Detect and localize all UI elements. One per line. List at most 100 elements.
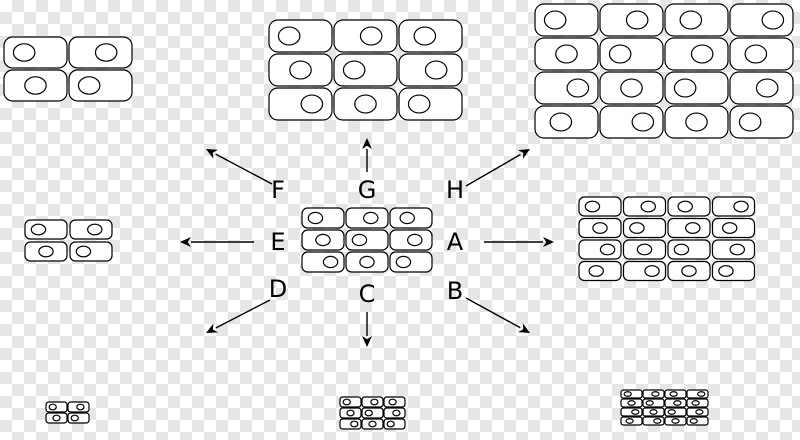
cell-nucleus: [667, 409, 676, 415]
cell-nucleus: [407, 233, 423, 247]
cell-nucleus: [631, 409, 640, 415]
cell-nucleus: [12, 43, 36, 62]
arrow-head: [517, 323, 530, 333]
cell: [67, 401, 90, 413]
cell: [345, 207, 389, 229]
cell-membrane: [389, 229, 433, 251]
cell-nucleus: [673, 78, 697, 98]
cell: [642, 398, 665, 408]
cell-nucleus: [87, 223, 103, 236]
cell-nucleus: [24, 76, 47, 95]
cell-nucleus: [588, 265, 604, 277]
cell: [69, 219, 113, 240]
arrow-a: [484, 237, 554, 247]
cell-nucleus: [644, 265, 660, 277]
cell-membrane: [69, 219, 113, 240]
cell-membrane: [578, 260, 622, 282]
cell: [622, 217, 667, 239]
label-h: H: [445, 176, 465, 204]
cell-membrane: [345, 251, 389, 273]
arrow-e: [180, 237, 254, 247]
cell-nucleus: [651, 391, 660, 397]
cell-nucleus: [685, 112, 708, 132]
cell-membrane: [333, 19, 398, 53]
arrow-shaft: [215, 299, 271, 329]
cell-nucleus: [755, 78, 779, 98]
cell: [534, 3, 599, 37]
cell: [361, 407, 384, 419]
cell: [383, 418, 406, 430]
cell: [599, 71, 664, 105]
cell-membrane: [667, 217, 711, 239]
cell: [339, 396, 362, 408]
cell-nucleus: [566, 78, 590, 98]
tissue-h: [534, 3, 794, 139]
cell-membrane: [398, 19, 463, 53]
cell: [389, 251, 433, 273]
cell: [667, 260, 711, 282]
arrow-g: [362, 138, 372, 172]
cell-membrane: [361, 396, 384, 408]
arrow-head: [206, 149, 219, 159]
cell: [383, 396, 406, 408]
cell: [333, 19, 398, 53]
cell-nucleus: [695, 409, 704, 415]
cell-membrane: [664, 416, 687, 426]
cell: [268, 53, 333, 87]
cell-membrane: [664, 37, 729, 71]
arrow-shaft: [465, 153, 521, 187]
cell: [3, 36, 68, 69]
cell-membrane: [667, 260, 711, 282]
cell-nucleus: [599, 243, 616, 256]
tissue-b: [620, 389, 709, 426]
label-c: C: [358, 280, 376, 308]
cell-nucleus: [52, 414, 61, 422]
arrow-h: [465, 149, 530, 187]
cell-nucleus: [738, 112, 762, 132]
cell-nucleus: [636, 243, 653, 256]
cell: [339, 418, 362, 430]
cell: [711, 260, 756, 282]
arrow-head: [180, 237, 191, 247]
cell-membrane: [664, 105, 729, 139]
cell-membrane: [333, 87, 398, 121]
label-e: E: [270, 228, 286, 256]
cell-nucleus: [413, 26, 437, 46]
cell: [398, 19, 463, 53]
cell-nucleus: [623, 391, 632, 397]
arrow-d: [206, 299, 271, 333]
cell: [622, 260, 667, 282]
cell-nucleus: [627, 400, 636, 406]
label-g: G: [357, 176, 377, 204]
cell: [345, 229, 389, 251]
cell: [667, 239, 711, 260]
cell-membrane: [686, 407, 709, 417]
cell: [389, 207, 433, 229]
cell: [339, 407, 362, 419]
cell-nucleus: [681, 265, 697, 277]
cell: [620, 416, 643, 426]
cell-nucleus: [30, 223, 47, 236]
cell: [301, 251, 345, 273]
arrow-shaft: [465, 297, 521, 329]
cell-membrane: [729, 71, 794, 105]
cell: [664, 3, 729, 37]
cell-nucleus: [733, 200, 749, 213]
cell: [664, 416, 687, 426]
cell-membrane: [398, 53, 463, 87]
cell: [361, 418, 384, 430]
cell-membrane: [664, 3, 729, 37]
cell-membrane: [620, 398, 643, 408]
cell: [729, 3, 794, 37]
cell: [667, 217, 711, 239]
cell-membrane: [686, 398, 709, 408]
cell: [333, 87, 398, 121]
cell: [622, 196, 667, 217]
cell-membrane: [345, 207, 389, 229]
cell: [620, 389, 643, 399]
arrow-shaft: [215, 153, 273, 185]
cell-nucleus: [685, 222, 701, 234]
cell-nucleus: [669, 391, 678, 397]
arrow-head: [517, 149, 530, 159]
